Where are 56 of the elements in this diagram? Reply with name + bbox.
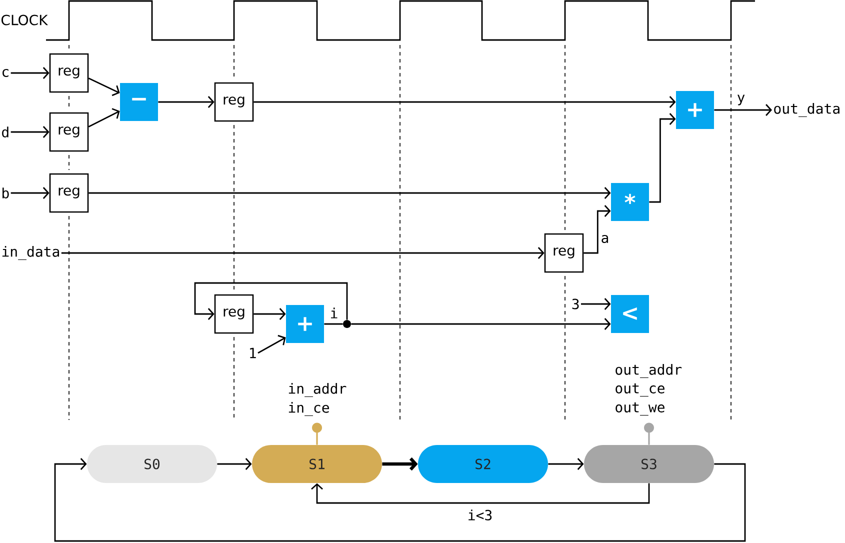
arrow: [548, 458, 584, 470]
register-box: reg: [49, 173, 89, 213]
arrow: [158, 96, 214, 108]
arrow: [714, 104, 772, 116]
edge-label: a: [600, 234, 610, 244]
arrow: [258, 334, 286, 354]
input-label: c: [2, 68, 8, 78]
constant-label: 3: [572, 298, 579, 310]
register-box: reg: [214, 82, 254, 122]
arrow: [584, 205, 611, 254]
register-box: reg: [49, 112, 89, 152]
input-label: in_data: [2, 246, 59, 260]
arrow: [10, 67, 50, 79]
operator-box: *: [611, 183, 649, 221]
operator-box: −: [120, 83, 158, 121]
arrow: [54, 458, 746, 542]
arrow: [88, 78, 120, 96]
arrow: [217, 458, 252, 470]
input-label: b: [2, 188, 9, 198]
junction-dot: [343, 320, 351, 328]
arrow: [10, 187, 50, 199]
register-box: reg: [544, 233, 584, 273]
signal-label: out_addr: [616, 364, 682, 378]
signal-label: in_ce: [288, 402, 330, 416]
arrow: [10, 126, 50, 138]
signal-label: in_addr: [288, 383, 346, 397]
connector-line: [324, 323, 343, 325]
signal-label: out_ce: [616, 383, 664, 397]
arrow: [194, 282, 348, 320]
constant-label: 1: [250, 348, 256, 358]
arrow: [311, 483, 650, 504]
edge-label: i: [328, 306, 340, 320]
operator-box: +: [676, 91, 714, 129]
input-label: d: [2, 126, 8, 138]
output-label: out_data: [774, 103, 840, 117]
register-box: reg: [49, 53, 89, 93]
arrow: [61, 247, 544, 259]
arrow: [382, 457, 418, 471]
operator-box: <: [611, 295, 649, 333]
register-box: reg: [214, 294, 254, 334]
arrow: [88, 187, 611, 199]
edge-label: y: [736, 94, 746, 106]
arrow: [88, 108, 120, 128]
signal-label: out_we: [616, 402, 664, 416]
state-pill: S1: [252, 445, 382, 483]
state-pill: S0: [87, 445, 217, 483]
arrow: [254, 308, 286, 320]
arrow: [649, 113, 676, 203]
arrow: [581, 298, 611, 310]
clock-label: CLOCK: [2, 14, 48, 26]
edge-label: i<3: [466, 508, 494, 522]
arrow: [351, 318, 611, 330]
arrow: [254, 96, 676, 108]
state-pill: S3: [584, 445, 714, 483]
operator-box: +: [286, 305, 324, 343]
state-pill: S2: [418, 445, 548, 483]
